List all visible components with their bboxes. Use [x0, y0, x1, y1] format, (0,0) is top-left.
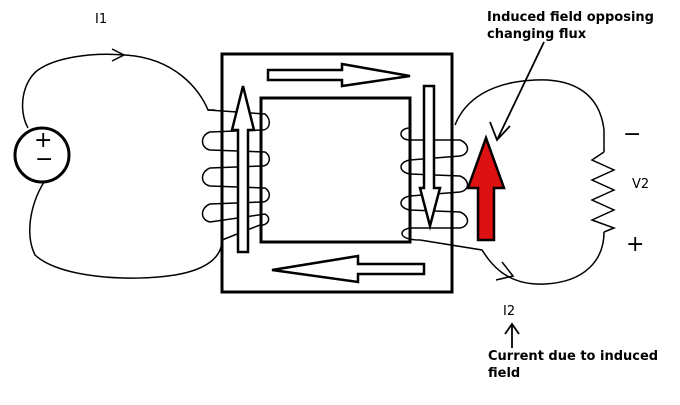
current-pointer-arrow [504, 322, 520, 348]
flux-arrow-bottom [271, 254, 426, 284]
secondary-winding-coil [400, 127, 469, 241]
flux-arrow-top [266, 62, 411, 88]
induced-field-arrow [466, 134, 506, 242]
i1-direction-arrowhead [111, 48, 126, 62]
source-minus-sign: − [35, 147, 54, 172]
i2-label: I2 [503, 304, 516, 319]
induced-field-pointer-arrow [489, 41, 545, 142]
load-minus-sign: − [623, 122, 642, 147]
primary-circuit-wire [21, 53, 223, 279]
transformer-core-inner [259, 96, 412, 244]
i1-label: I1 [95, 12, 108, 27]
primary-winding-coil [201, 109, 270, 241]
current-label-line2: field [488, 366, 521, 381]
flux-arrow-right [418, 84, 442, 231]
flux-arrow-left [230, 85, 256, 254]
voltage-source-circle [13, 126, 71, 184]
v2-label: V2 [632, 177, 650, 192]
transformer-core-outer [220, 52, 454, 294]
load-plus-sign: + [626, 232, 645, 257]
induced-field-label-line1: Induced field opposing [487, 10, 654, 25]
secondary-circuit-wire [419, 79, 605, 285]
current-label-line1: Current due to induced [488, 349, 659, 364]
induced-field-label-line2: changing flux [487, 27, 587, 42]
i2-direction-arrowhead [495, 261, 515, 281]
source-plus-sign: + [34, 128, 53, 153]
load-resistor [590, 151, 617, 233]
